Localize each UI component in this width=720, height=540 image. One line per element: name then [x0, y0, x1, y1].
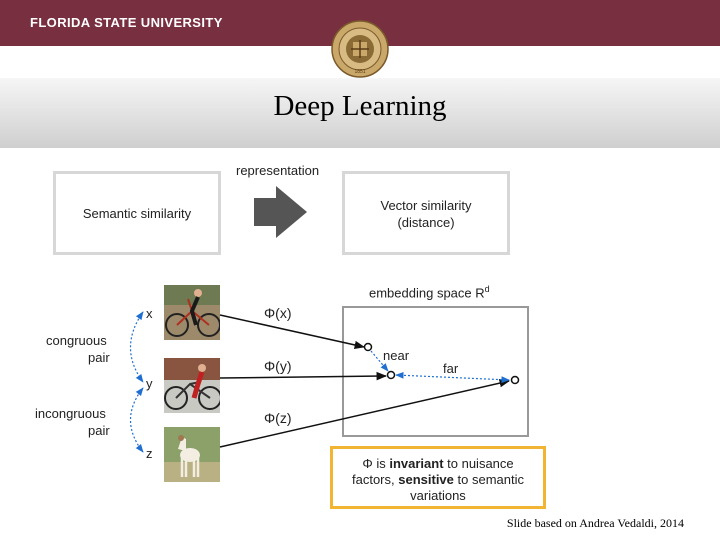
- phi-z-label: Φ(z): [264, 410, 292, 426]
- congruous-label-1: congruous: [46, 333, 107, 348]
- invariance-note: Φ is invariant to nuisance factors, sens…: [330, 446, 546, 509]
- incongruous-arc: [130, 387, 144, 453]
- far-arrow: [395, 371, 510, 384]
- embedding-space-label: embedding space Rd: [369, 284, 490, 301]
- map-arrow-z: [219, 379, 511, 448]
- var-y-label: y: [146, 376, 153, 391]
- representation-label: representation: [236, 163, 320, 178]
- vector-similarity-text: Vector similarity: [380, 198, 472, 213]
- phi-y-label: Φ(y): [264, 358, 292, 374]
- near-label: near: [383, 348, 410, 363]
- seal-year: 1851: [354, 69, 365, 75]
- university-seal-icon: 1851: [331, 20, 389, 78]
- incongruous-label-1: incongruous: [35, 406, 106, 421]
- representation-arrow-icon: [254, 186, 307, 238]
- phi-x-label: Φ(x): [264, 305, 292, 321]
- page-title: Deep Learning: [273, 90, 447, 122]
- title-band: [0, 78, 720, 148]
- point-phi-z: [510, 375, 520, 385]
- cyclist-photo-y: [164, 358, 220, 413]
- dog-photo-z: [164, 427, 220, 482]
- embedding-space-box: [342, 306, 529, 437]
- semantic-similarity-text: Semantic similarity: [82, 206, 192, 221]
- incongruous-label-2: pair: [88, 423, 110, 438]
- point-phi-y: [386, 370, 396, 380]
- university-name: FLORIDA STATE UNIVERSITY: [30, 15, 223, 30]
- semantic-similarity-box: Semantic similarity: [53, 171, 221, 255]
- congruous-label-2: pair: [88, 350, 110, 365]
- map-arrow-y: [219, 371, 388, 381]
- congruous-arc: [130, 311, 144, 383]
- near-arrow: [370, 350, 389, 372]
- var-z-label: z: [146, 446, 153, 461]
- point-phi-x: [363, 342, 373, 352]
- var-x-label: x: [146, 306, 153, 321]
- cyclist-photo-x: [164, 285, 220, 340]
- map-arrow-x: [219, 314, 366, 350]
- slide-credit: Slide based on Andrea Vedaldi, 2014: [506, 516, 684, 530]
- vector-distance-text: (distance): [397, 215, 455, 230]
- vector-similarity-box: Vector similarity (distance): [342, 171, 510, 255]
